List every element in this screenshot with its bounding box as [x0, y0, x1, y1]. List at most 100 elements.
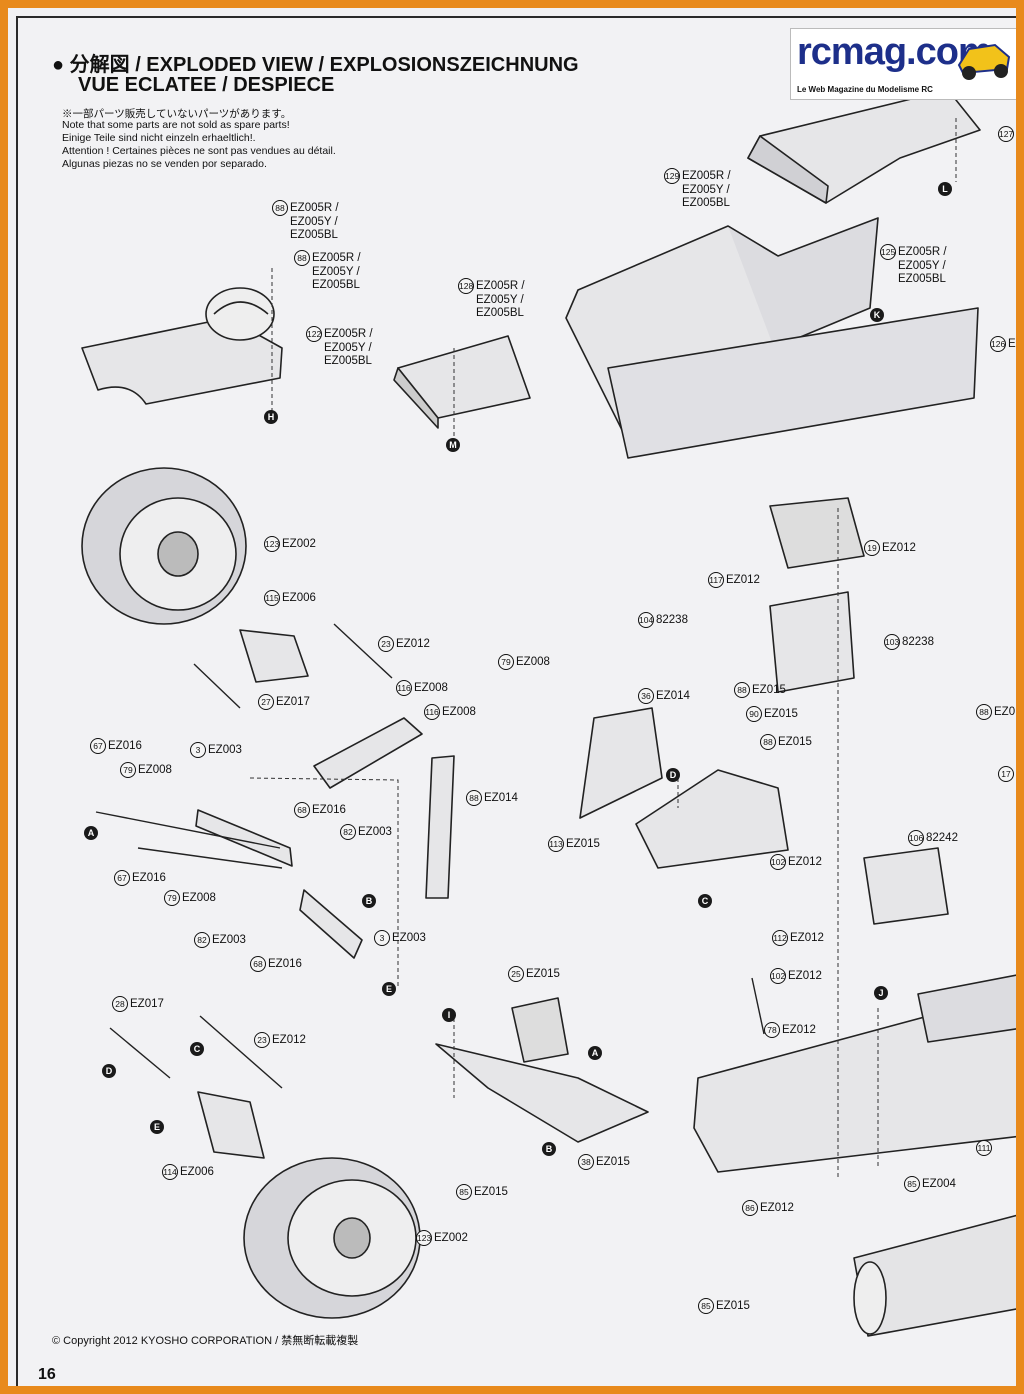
- part-number: 3: [374, 930, 390, 946]
- part-code: EZ015: [596, 1156, 630, 1169]
- part-number: 123: [416, 1230, 432, 1246]
- part-number: 82: [194, 932, 210, 948]
- part-number: 126: [990, 336, 1006, 352]
- part-code: EZ012: [790, 932, 824, 945]
- part-number: 23: [378, 636, 394, 652]
- part-code: EZ005BL: [682, 197, 730, 209]
- part-code: EZ012: [782, 1024, 816, 1037]
- servo-unit: [769, 497, 865, 693]
- part-number: 25: [508, 966, 524, 982]
- axle-shaft-rear: [109, 1027, 171, 1079]
- part-number: 78: [764, 1022, 780, 1038]
- assembly-marker: E: [382, 982, 396, 996]
- shock-absorber-rear: [425, 755, 455, 899]
- part-number: 88: [760, 734, 776, 750]
- part-code: EZ017: [276, 696, 310, 709]
- part-code: EZ012: [726, 574, 760, 587]
- part-number: 27: [258, 694, 274, 710]
- assembly-marker: K: [870, 308, 884, 322]
- part-code: EZ015: [526, 968, 560, 981]
- part-number: 125: [880, 244, 896, 260]
- battery-pack: [853, 1214, 1016, 1337]
- steering-post: [751, 977, 765, 1035]
- spare-parts-note-de: Einige Teile sind nicht einzeln erhaeltl…: [62, 132, 256, 144]
- part-code: EZ012: [788, 856, 822, 869]
- part-number: 104: [638, 612, 654, 628]
- part-number: 88: [976, 704, 992, 720]
- part-code: EZ008: [516, 656, 550, 669]
- part-code: EZ015: [764, 708, 798, 721]
- part-code: EZ016: [132, 872, 166, 885]
- copyright-text: © Copyright 2012 KYOSHO CORPORATION / 禁無…: [52, 1335, 359, 1347]
- part-code: EZ002: [434, 1232, 468, 1245]
- part-code: EZ005BL: [312, 279, 360, 291]
- axle-shaft-front: [193, 663, 241, 709]
- part-code: EZ005Y /: [476, 294, 524, 306]
- driver-seat-body: [81, 287, 283, 405]
- part-number: 86: [742, 1200, 758, 1216]
- part-number: 102: [770, 968, 786, 984]
- esc-unit: [863, 847, 949, 925]
- shock-tower: [579, 707, 663, 819]
- part-number: 128: [458, 278, 474, 294]
- part-code: EZ01: [994, 706, 1022, 719]
- part-code: EZ005R /: [898, 246, 947, 259]
- guide-line: [249, 777, 399, 986]
- assembly-marker: M: [446, 438, 460, 452]
- part-number: 116: [396, 680, 412, 696]
- part-code: EZ005Y /: [312, 266, 360, 278]
- part-code: EZ016: [268, 958, 302, 971]
- part-number: 85: [456, 1184, 472, 1200]
- part-code: EZ015: [474, 1186, 508, 1199]
- part-code: EZ012: [788, 970, 822, 983]
- part-code: EZ005Y /: [898, 260, 946, 272]
- rear-bulkhead: [635, 769, 789, 869]
- part-number: 90: [746, 706, 762, 722]
- part-code: EZ012: [396, 638, 430, 651]
- part-number: 106: [908, 830, 924, 846]
- part-code: EZ005Y /: [324, 342, 372, 354]
- hinge-pin-1: [95, 811, 281, 849]
- title-line-2: VUE ECLATEE / DESPIECE: [78, 74, 335, 96]
- part-code: EZ003: [208, 744, 242, 757]
- part-code: EZ: [1008, 338, 1023, 351]
- assembly-marker: D: [102, 1064, 116, 1078]
- part-number: 88: [294, 250, 310, 266]
- title-line-1: 分解図 / EXPLODED VIEW / EXPLOSIONSZEICHNUN…: [69, 54, 579, 76]
- assembly-marker: E: [150, 1120, 164, 1134]
- rear-tire: [243, 1157, 421, 1319]
- spare-parts-note-en: Note that some parts are not sold as spa…: [62, 119, 290, 131]
- part-number: 127: [998, 126, 1014, 142]
- part-code: 82242: [926, 832, 958, 845]
- part-number: 111: [976, 1140, 992, 1156]
- part-code: EZ005R /: [290, 202, 339, 215]
- part-code: EZ014: [484, 792, 518, 805]
- part-code: EZ016: [312, 804, 346, 817]
- part-number: 85: [904, 1176, 920, 1192]
- part-code: EZ005R /: [476, 280, 525, 293]
